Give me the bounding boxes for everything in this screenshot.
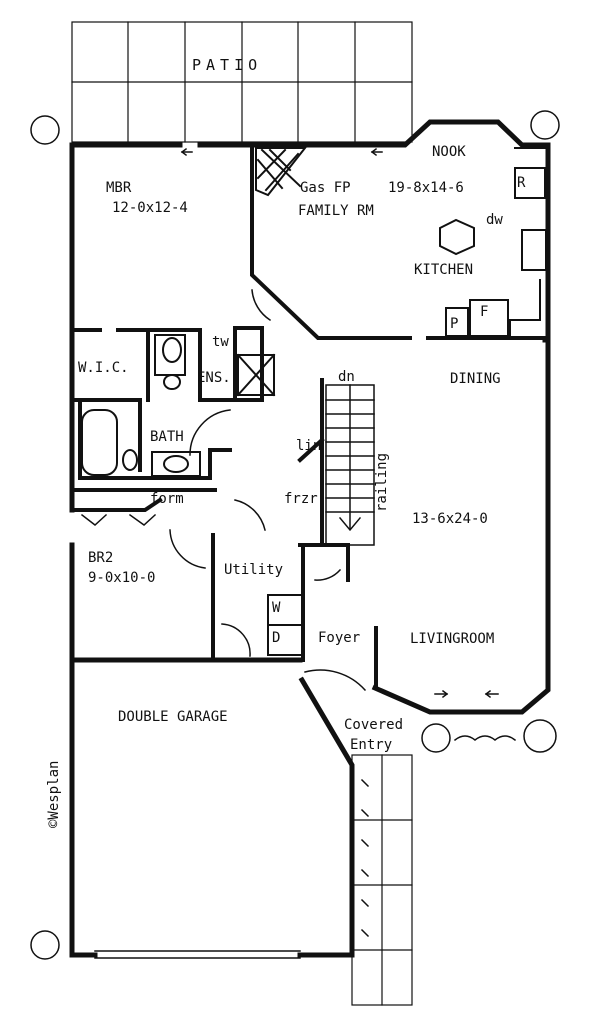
patio-label: PATIO xyxy=(192,56,263,74)
family-rm-label: FAMILY RM xyxy=(298,203,374,219)
interior-walls xyxy=(70,143,550,690)
door-swings xyxy=(80,289,367,692)
ens-label: ENS. xyxy=(197,370,231,386)
mbr-label: MBR xyxy=(106,180,132,196)
dn-label: dn xyxy=(338,369,355,385)
kitchen-counters xyxy=(439,147,549,339)
patio-grid xyxy=(71,21,413,143)
railing-label: railing xyxy=(374,452,390,512)
freezer-box-label: F xyxy=(480,304,489,320)
form-label: form xyxy=(150,491,184,507)
dryer-label: D xyxy=(272,630,281,646)
arrows xyxy=(180,147,499,699)
dishwasher-label: dw xyxy=(486,212,503,228)
washer-label: W xyxy=(272,600,281,616)
fireplace xyxy=(255,147,308,197)
copyright-label: ©Wesplan xyxy=(46,760,62,828)
foyer-label: Foyer xyxy=(318,630,361,646)
stairs xyxy=(325,384,375,546)
shrubs xyxy=(30,110,560,960)
nook-label: NOOK xyxy=(432,144,466,160)
bath-fixtures xyxy=(81,334,276,477)
lin-label: lin xyxy=(296,438,322,454)
exterior-walls xyxy=(69,119,551,958)
livingroom-label: LIVINGROOM xyxy=(410,631,495,647)
frzr-label: frzr xyxy=(284,491,318,507)
mbr-size-label: 12-0x12-4 xyxy=(112,200,188,216)
kitchen-label: KITCHEN xyxy=(414,262,474,278)
living-size-label: 13-6x24-0 xyxy=(412,511,488,527)
laundry xyxy=(267,594,303,656)
br2-label: BR2 xyxy=(88,550,114,566)
garage-door xyxy=(94,950,301,959)
family-size-label: 19-8x14-6 xyxy=(388,180,464,196)
fridge-label: R xyxy=(517,175,526,191)
walkway xyxy=(351,754,413,1006)
tw-label: tw xyxy=(212,334,229,350)
garage-label: DOUBLE GARAGE xyxy=(118,709,228,725)
wic-label: W.I.C. xyxy=(78,360,129,376)
entry-label: Entry xyxy=(350,737,393,753)
br2-size-label: 9-0x10-0 xyxy=(88,570,156,586)
utility-label: Utility xyxy=(224,562,284,578)
covered-label: Covered xyxy=(344,717,404,733)
bath-label: BATH xyxy=(150,429,184,445)
dining-label: DINING xyxy=(450,371,501,387)
gas-fp-label: Gas FP xyxy=(300,180,351,196)
pantry-label: P xyxy=(450,316,459,332)
